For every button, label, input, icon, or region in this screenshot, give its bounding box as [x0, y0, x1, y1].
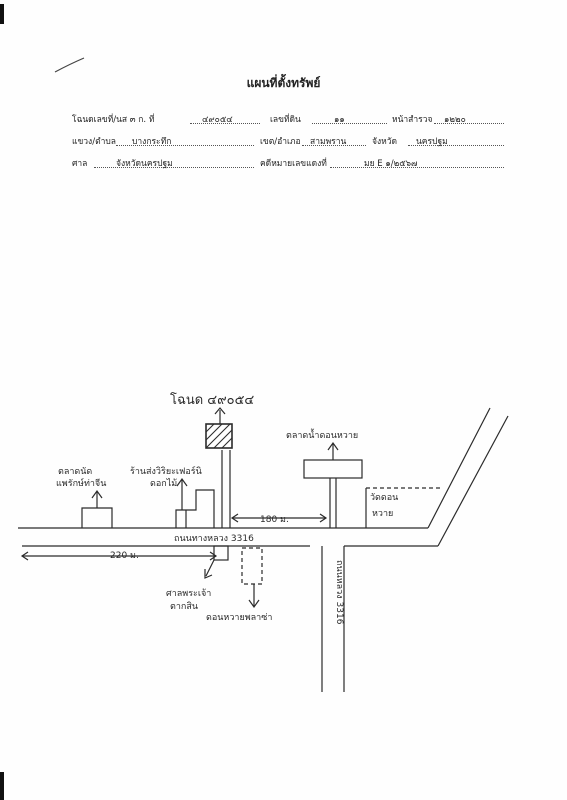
- court-label: ศาล: [72, 159, 88, 169]
- land-number-value: ๑๑: [334, 115, 345, 125]
- case-number-label: คดีหมายเลขแดงที่: [260, 159, 327, 169]
- plaza-label: ดอนหวายพลาซ่า: [206, 613, 272, 623]
- survey-page-label: หน้าสำรวจ: [392, 115, 433, 125]
- scan-edge-mark-bottom: [0, 772, 4, 800]
- distance-180-label: 180 ม.: [260, 515, 289, 525]
- scan-edge-mark-top: [0, 4, 4, 24]
- shop-label-line-2: ดอกไม้: [150, 478, 177, 489]
- market-sign-arrow-head: [327, 441, 339, 451]
- deed-info-row-3: ศาล จังหวัดนครปฐม คดีหมายเลขแดงที่ มย E …: [72, 156, 504, 170]
- wat-label-line-1: วัดดอน: [370, 493, 398, 503]
- plaza-arrow-head: [248, 599, 260, 609]
- left-market-arrow-head: [91, 489, 103, 499]
- deed-number-label: โฉนดเลขที่/นส ๓ ก. ที่: [72, 115, 155, 125]
- deed-info-row-2: แขวง/ตำบล บางกระทึก เขต/อำเภอ สามพราน จั…: [72, 134, 504, 148]
- district-label: เขต/อำเภอ: [260, 137, 301, 147]
- dim-220-arrow-left: [20, 551, 29, 561]
- vertical-road-label: ถนนหลวง 3316: [334, 560, 344, 625]
- deed-arrow-head: [214, 407, 226, 415]
- left-market-label-line-1: ตลาดนัด: [58, 467, 92, 477]
- deed-plot-box: [205, 423, 233, 449]
- subdistrict-label: แขวง/ตำบล: [72, 137, 116, 147]
- district-value: สามพราน: [310, 137, 347, 147]
- diagonal-road-edge-left: [427, 407, 491, 529]
- dim-180-arrow-right: [319, 513, 328, 523]
- province-label: จังหวัด: [372, 137, 398, 147]
- wat-label-line-2: หวาย: [372, 509, 393, 519]
- province-value: นครปฐม: [416, 137, 448, 147]
- court-value: จังหวัดนครปฐม: [116, 159, 173, 169]
- land-number-label: เลขที่ดิน: [270, 115, 301, 125]
- distance-220-label: 220 ม.: [110, 551, 139, 561]
- deed-map-label: โฉนด ๔๙๐๕๔: [170, 392, 254, 408]
- shrine-arrow-head: [204, 569, 213, 579]
- dashed-area-boundary: [241, 547, 263, 585]
- shrine-box: [213, 545, 229, 561]
- subdistrict-value: บางกระทึก: [132, 137, 172, 147]
- page-title: แผนที่ตั้งทรัพย์: [246, 76, 321, 90]
- shop-arrow-head: [176, 477, 188, 487]
- deed-info-row-1: โฉนดเลขที่/นส ๓ ก. ที่ ๔๙๐๕๔ เลขที่ดิน ๑…: [72, 112, 504, 126]
- deed-number-value: ๔๙๐๕๔: [202, 115, 233, 125]
- dim-220-arrow-right: [209, 551, 218, 561]
- shrine-arrow-line: [205, 559, 215, 577]
- dim-180-arrow-left: [230, 513, 239, 523]
- floating-market-label: ตลาดน้ำดอนหวาย: [286, 428, 358, 441]
- shrine-label-line-1: ศาลพระเจ้า: [166, 588, 211, 599]
- main-road-label: ถนนทางหลวง 3316: [174, 534, 254, 544]
- shrine-label-line-2: ตากสิน: [170, 601, 198, 612]
- survey-page-value: ๑๒๒๐: [444, 115, 466, 125]
- diagonal-road-edge-right: [437, 415, 509, 547]
- case-number-value: มย E ๑/๒๕๖๗: [364, 159, 418, 169]
- left-market-label-line-2: แพรักษ์ท่าจีน: [56, 477, 106, 489]
- shop-building: [175, 489, 215, 528]
- shop-label-line-1: ร้านส่งวิริยะเฟอร์นิ: [130, 465, 202, 477]
- deed-plot-hatching: [205, 423, 233, 449]
